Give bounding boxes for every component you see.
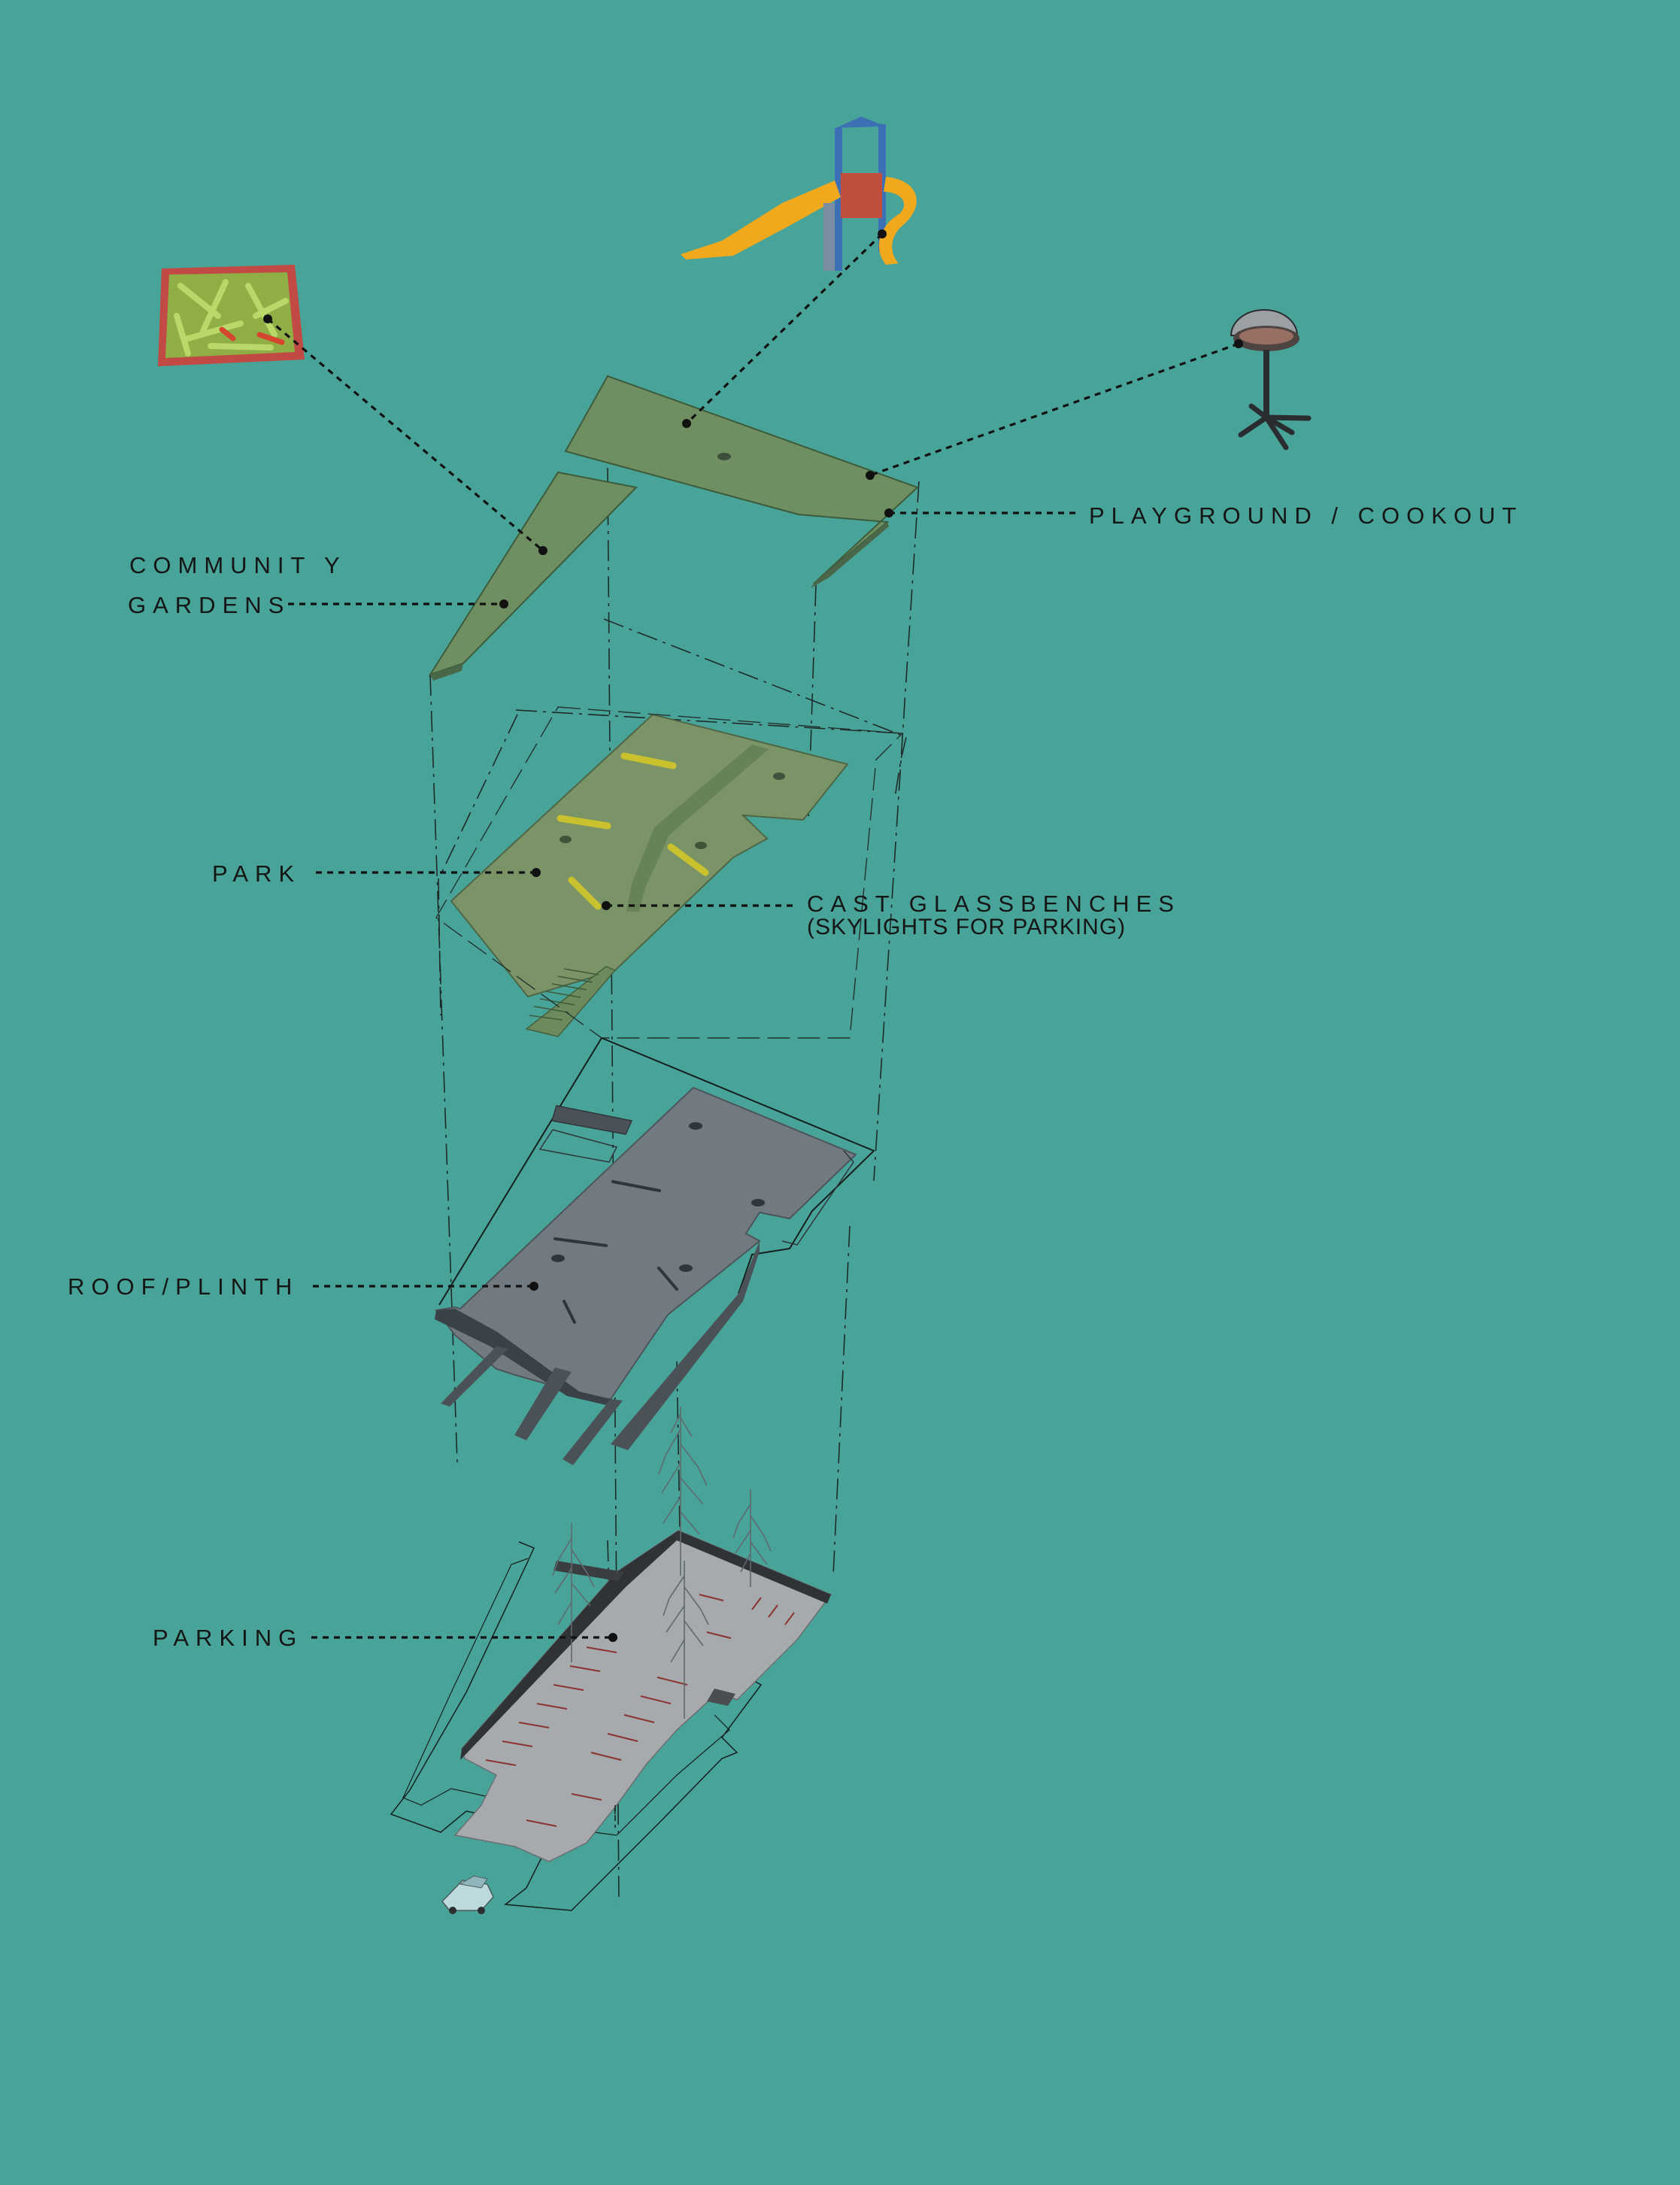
tree-icon	[732, 1489, 772, 1587]
roof-skylights	[551, 1122, 765, 1272]
parking-wall-west	[553, 1561, 624, 1581]
parking-stripes	[485, 1594, 795, 1827]
vegetables-icon	[158, 265, 305, 366]
label-community-gardens-line1: COMMUNIT Y	[129, 552, 347, 578]
roof-edge-strip	[611, 1241, 760, 1450]
label-community-gardens-line2: GARDENS	[128, 592, 291, 618]
tree-icon	[552, 1523, 595, 1662]
roof-edge-lip	[435, 1309, 611, 1405]
parking-wall-north	[460, 1531, 678, 1760]
label-playground-cookout: PLAYGROUND / COOKOUT	[1089, 502, 1524, 529]
tree-icon	[658, 1407, 708, 1576]
roof-stair-box	[551, 1105, 633, 1135]
leader-dots	[263, 229, 1243, 1642]
roof-stair-outline	[538, 1129, 618, 1163]
parking-ramp	[707, 1689, 735, 1706]
garden-strip-edge	[430, 663, 463, 681]
park-stairs	[525, 966, 617, 1037]
roof-bench-slots	[553, 1180, 678, 1324]
playground-slide-icon	[681, 117, 917, 271]
label-cast-glass-benches: CAST GLASSBENCHES	[807, 891, 1181, 917]
roof-beam	[441, 1346, 508, 1407]
roof-beam	[563, 1399, 623, 1465]
roof-plinth-layer	[435, 1037, 875, 1465]
tree-icon	[663, 1561, 709, 1719]
playground-slab-edge	[811, 522, 889, 588]
park-layer	[435, 706, 904, 1039]
park-path	[626, 745, 769, 912]
glass-bench	[620, 752, 677, 769]
slab-hole	[717, 453, 731, 460]
parking-wall-east	[677, 1531, 831, 1604]
playground-slab	[564, 375, 919, 584]
park-skylight-hole	[559, 836, 572, 843]
glass-bench	[556, 815, 611, 830]
roof-ramp-outline	[781, 1150, 854, 1246]
label-parking: PARKING	[153, 1625, 304, 1651]
leader-lines	[266, 232, 1239, 1639]
glass-bench	[667, 843, 709, 876]
roof-frame	[601, 1037, 875, 1294]
label-roof-plinth: ROOF/PLINTH	[68, 1273, 299, 1300]
car-icon	[441, 1875, 494, 1914]
park-skylight-hole	[773, 772, 785, 780]
glass-benches	[556, 752, 709, 910]
stair-treads	[529, 968, 599, 1021]
label-park: PARK	[212, 860, 302, 887]
roof-beam	[514, 1367, 572, 1440]
glass-bench	[568, 876, 602, 910]
parking-layer	[390, 1407, 832, 1914]
garden-playground-layer	[428, 375, 919, 681]
park-skylight-hole	[695, 842, 707, 849]
park-frame	[435, 706, 904, 1039]
garden-strip-slab	[428, 471, 638, 676]
barbecue-grill-icon	[1230, 309, 1312, 451]
label-skylights-for-parking: (SKYLIGHTS FOR PARKING)	[807, 915, 1127, 939]
